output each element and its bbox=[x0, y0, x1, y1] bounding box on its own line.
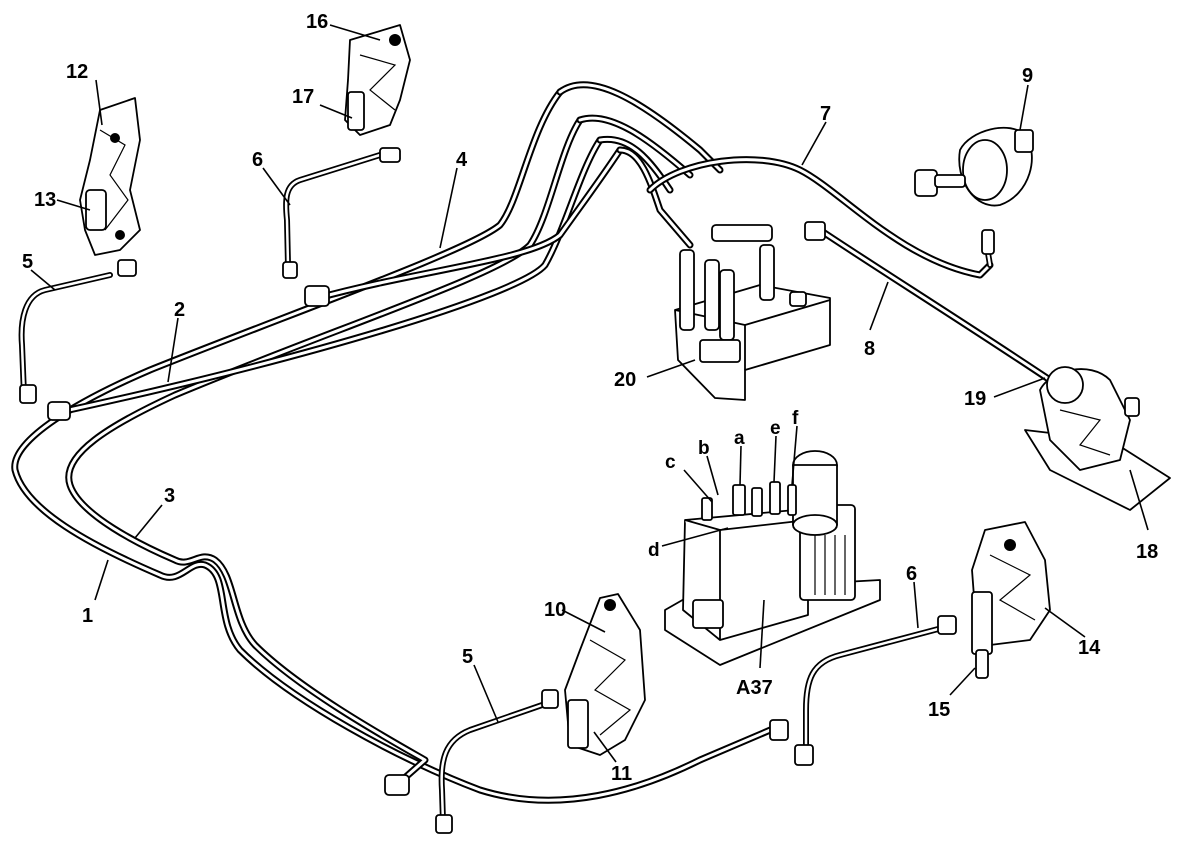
pump-A37 bbox=[664, 450, 881, 666]
vacuum-lines bbox=[11, 81, 1054, 825]
label-16: 16 bbox=[306, 11, 328, 33]
label-14: 14 bbox=[1078, 637, 1101, 659]
label-9: 9 bbox=[1022, 65, 1033, 87]
line-6-top bbox=[283, 152, 383, 268]
leader-lines bbox=[30, 24, 1149, 763]
label-7: 7 bbox=[820, 103, 831, 125]
label-b: b bbox=[698, 438, 710, 459]
fuel-flap-actuator bbox=[914, 126, 1034, 207]
valve-block bbox=[674, 224, 831, 401]
label-11: 11 bbox=[611, 763, 632, 785]
label-6-bottom: 6 bbox=[906, 563, 917, 585]
label-17: 17 bbox=[292, 86, 314, 108]
label-8: 8 bbox=[864, 338, 875, 360]
actuator-rear-left bbox=[344, 24, 411, 136]
label-18: 18 bbox=[1136, 541, 1158, 563]
label-19: 19 bbox=[964, 388, 986, 410]
line-5-left bbox=[18, 272, 113, 398]
label-e: e bbox=[770, 418, 781, 439]
label-5-left: 5 bbox=[22, 251, 33, 273]
label-d: d bbox=[648, 540, 660, 561]
callout-labels: 1 2 3 4 5 5 6 6 7 8 9 10 11 12 13 14 15 … bbox=[22, 11, 1158, 785]
trunk-lock-actuator bbox=[1024, 366, 1171, 511]
label-20: 20 bbox=[614, 369, 636, 391]
label-10: 10 bbox=[544, 599, 566, 621]
connectors bbox=[19, 147, 995, 834]
label-12: 12 bbox=[66, 61, 88, 83]
actuator-front-left bbox=[79, 97, 141, 256]
actuator-rear-right-bottom bbox=[564, 593, 646, 756]
label-5-bottom: 5 bbox=[462, 646, 473, 668]
label-3: 3 bbox=[164, 485, 175, 507]
label-13: 13 bbox=[34, 189, 56, 211]
label-2: 2 bbox=[174, 299, 185, 321]
label-4: 4 bbox=[456, 149, 468, 171]
label-f: f bbox=[792, 408, 799, 429]
label-c: c bbox=[665, 452, 676, 473]
label-1: 1 bbox=[82, 605, 93, 627]
actuator-front-right bbox=[971, 521, 1051, 679]
label-15: 15 bbox=[928, 699, 950, 721]
label-6-top: 6 bbox=[252, 149, 263, 171]
label-A37: A37 bbox=[736, 677, 773, 699]
label-a: a bbox=[734, 428, 745, 449]
